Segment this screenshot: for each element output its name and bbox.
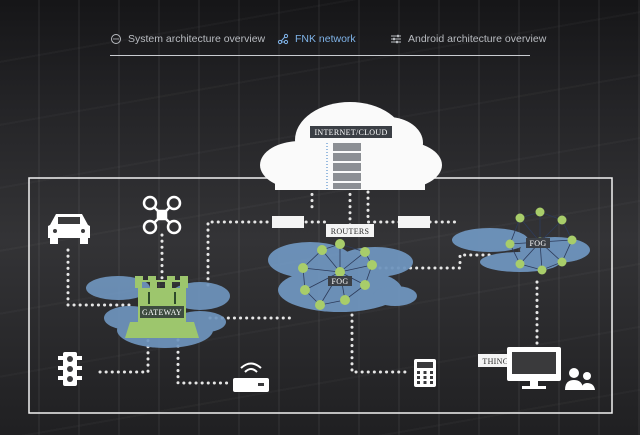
- gateway-icon: [125, 276, 199, 338]
- router-box: [272, 216, 304, 228]
- router-box: [398, 216, 430, 228]
- drone-icon: [142, 195, 182, 235]
- tab-fnk-network[interactable]: FNK network: [277, 33, 356, 45]
- cloud-label-box: [310, 126, 392, 138]
- chat-circle-icon: [111, 34, 121, 44]
- center-fog-nodes: [298, 239, 377, 310]
- network-icon: [277, 33, 289, 45]
- routers-label-box: [326, 224, 374, 237]
- gateway-label: GATEWAY: [142, 308, 182, 317]
- wifi-router-icon: [233, 362, 269, 392]
- tab-label: Android architecture overview: [408, 33, 547, 45]
- center-fog-blob: [268, 242, 417, 312]
- routers-label: ROUTERS: [331, 227, 370, 236]
- server-icon: [326, 143, 361, 189]
- desktop-icon: [507, 347, 561, 389]
- things-label: THINGS: [482, 357, 513, 366]
- sliders-icon: [391, 34, 401, 44]
- fog-label-right: FOG: [530, 239, 547, 248]
- tab-system-architecture[interactable]: System architecture overview: [110, 33, 265, 45]
- users-icon: [565, 368, 595, 390]
- fog-label-box: [526, 238, 550, 248]
- tab-label: FNK network: [295, 33, 356, 45]
- traffic-light-icon: [58, 352, 82, 386]
- tab-label: System architecture overview: [128, 33, 266, 45]
- tab-android-architecture[interactable]: Android architecture overview: [390, 33, 546, 45]
- car-icon: [48, 214, 90, 244]
- cloud-label: INTERNET/CLOUD: [314, 128, 387, 137]
- calculator-icon: [414, 359, 436, 387]
- fog-label-box: [328, 276, 352, 286]
- tab-underline: [110, 55, 530, 56]
- fog-label-center: FOG: [332, 277, 349, 286]
